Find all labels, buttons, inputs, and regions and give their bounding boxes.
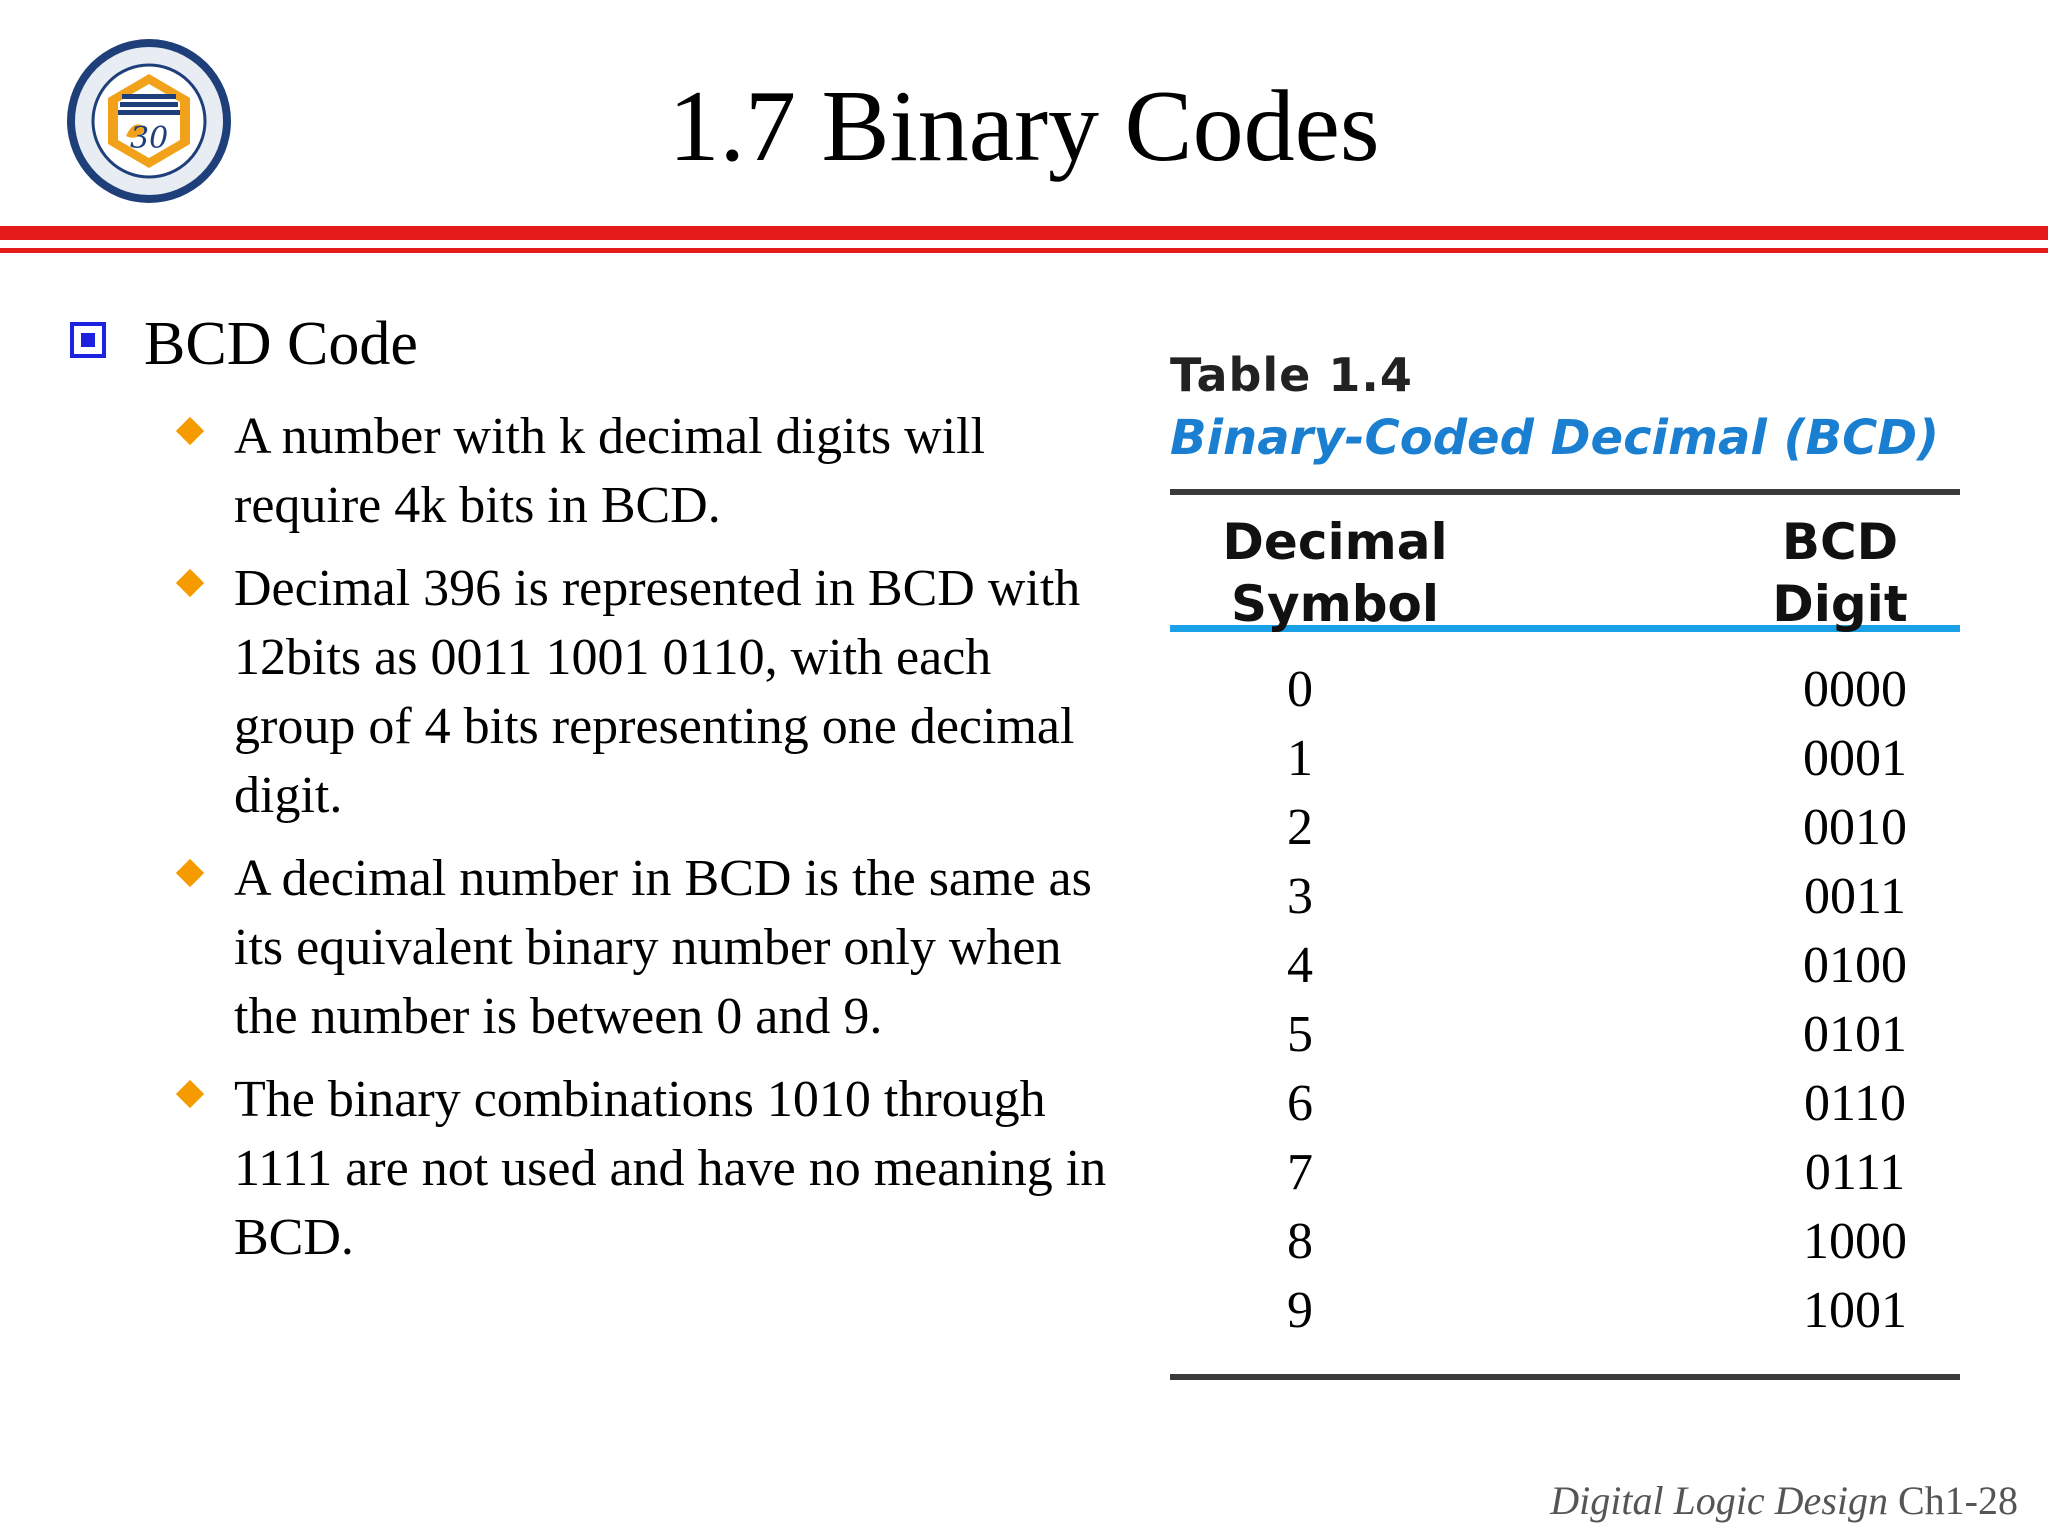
table-label: Table 1.4: [1170, 348, 1413, 402]
slide-footer: Digital Logic Design Ch1-28: [1550, 1476, 2018, 1526]
university-logo: 30: [67, 39, 231, 203]
diamond-bullet-icon: [175, 568, 205, 598]
diamond-bullet-icon: [175, 1079, 205, 1109]
column-header-bcd: BCD Digit: [1772, 513, 1908, 633]
bullet-heading: BCD Code: [70, 300, 1110, 388]
diamond-bullet-icon: [175, 858, 205, 888]
square-bullet-icon: [70, 322, 106, 358]
slide-title: 1.7 Binary Codes: [668, 70, 1380, 183]
page-number: Ch1-28: [1888, 1478, 2018, 1523]
slide-content: BCD Code A number with k decimal digits …: [70, 300, 1110, 1272]
table-header-rule: [1170, 625, 1960, 632]
diamond-bullet-icon: [175, 416, 205, 446]
list-item: A decimal number in BCD is the same as i…: [70, 844, 1110, 1051]
column-header-decimal: Decimal Symbol: [1222, 513, 1448, 633]
heading-text: BCD Code: [144, 310, 418, 378]
course-name: Digital Logic Design: [1550, 1478, 1888, 1523]
list-item: Decimal 396 is represented in BCD with 1…: [70, 554, 1110, 830]
bullet-list: A number with k decimal digits will requ…: [70, 402, 1110, 1272]
list-item: A number with k decimal digits will requ…: [70, 402, 1110, 540]
table-caption: Binary-Coded Decimal (BCD): [1170, 410, 1940, 466]
svg-text:30: 30: [130, 121, 168, 156]
table-header: Decimal Symbol BCD Digit: [1170, 495, 1960, 633]
table-top-rule: [1170, 489, 1960, 495]
list-item: The binary combinations 1010 through 111…: [70, 1065, 1110, 1272]
title-rule: [0, 226, 2048, 240]
bcd-table: Table 1.4 Binary-Coded Decimal (BCD) Dec…: [1170, 345, 1960, 1380]
table-bottom-rule: [1170, 1374, 1960, 1380]
title-rule-thin: [0, 248, 2048, 253]
